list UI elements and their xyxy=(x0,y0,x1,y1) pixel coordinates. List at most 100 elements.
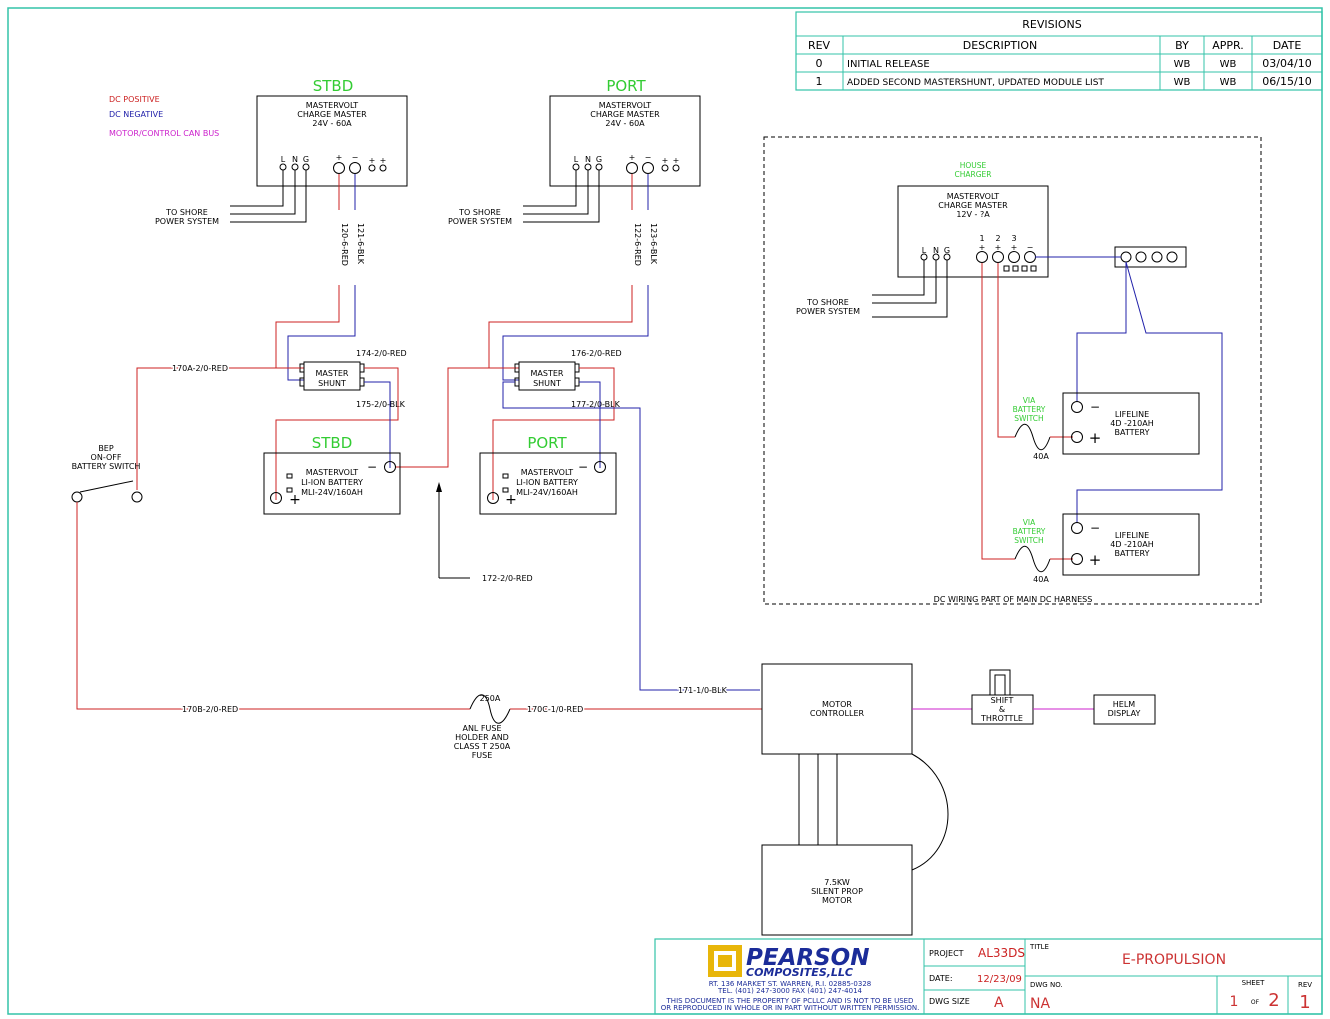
silent-prop-motor: 7.5KW SILENT PROP MOTOR xyxy=(761,844,913,936)
title-block: PEARSON COMPOSITES,LLC RT. 136 MARKET ST… xyxy=(654,938,1323,1015)
dwg-size-value: A xyxy=(994,995,1004,1011)
motor-line1: 7.5KW xyxy=(824,878,850,887)
wire-171-label: 171-1/0-BLK xyxy=(678,686,728,695)
stbd-shunt-wire-174: 174-2/0-RED xyxy=(356,349,407,358)
port-shunt-wire-176: 176-2/0-RED xyxy=(571,349,622,358)
house-term-l: L xyxy=(922,246,927,255)
motor-controller: MOTOR CONTROLLER xyxy=(761,663,913,755)
house-charger-line2: CHARGE MASTER xyxy=(938,201,1008,210)
lifeline-b-minus: − xyxy=(1090,521,1100,535)
rev-header-rev: REV xyxy=(808,39,831,52)
rev-row-0-appr: WB xyxy=(1220,59,1237,70)
lifeline-a-line3: BATTERY xyxy=(1115,428,1150,437)
house-out-3: 3 xyxy=(1011,234,1016,243)
fuse-rating: 250A xyxy=(480,694,501,703)
lifeline-a-minus: − xyxy=(1090,400,1100,414)
bep-line2: ON-OFF xyxy=(91,453,122,462)
house-out-1: 1 xyxy=(979,234,984,243)
legend-can-bus: MOTOR/CONTROL CAN BUS xyxy=(109,129,219,138)
stbd-term-pos: + xyxy=(336,153,343,162)
port-battery-plus: + xyxy=(505,492,517,508)
port-shunt-line2: SHUNT xyxy=(533,379,561,388)
house-shore-2: POWER SYSTEM xyxy=(796,307,860,316)
sheet-number: 1 xyxy=(1230,994,1239,1010)
sheet-total: 2 xyxy=(1268,990,1279,1011)
house-fuse-a: 40A xyxy=(1033,452,1049,461)
stbd-term-l: L xyxy=(281,155,286,164)
stbd-charger-line1: MASTERVOLT xyxy=(306,101,359,110)
stbd-shunt-line2: SHUNT xyxy=(318,379,346,388)
rev-header-date: DATE xyxy=(1273,39,1302,52)
house-caption: DC WIRING PART OF MAIN DC HARNESS xyxy=(934,595,1093,604)
port-charger: PORT MASTERVOLT CHARGE MASTER 24V - 60A … xyxy=(448,77,701,381)
dwg-size-label: DWG SIZE xyxy=(929,997,970,1006)
stbd-wire-121: 121-6-BLK xyxy=(356,223,365,265)
stbd-shore-line1: TO SHORE xyxy=(165,208,208,217)
date-value: 12/23/09 xyxy=(977,974,1022,985)
anl-fuse: 250A ANL FUSE HOLDER AND CLASS T 250A FU… xyxy=(454,694,511,760)
lifeline-b-line3: BATTERY xyxy=(1115,549,1150,558)
rev-row-1-appr: WB xyxy=(1220,77,1237,88)
port-charger-line2: CHARGE MASTER xyxy=(590,110,660,119)
via-switch-b-3: SWITCH xyxy=(1014,536,1043,545)
house-shore-1: TO SHORE xyxy=(806,298,849,307)
rev-row-0-rev: 0 xyxy=(816,57,823,70)
stbd-charger-line2: CHARGE MASTER xyxy=(297,110,367,119)
port-shore-line2: POWER SYSTEM xyxy=(448,217,512,226)
port-wire-122: 122-6-RED xyxy=(633,223,642,266)
revisions-title: REVISIONS xyxy=(1022,18,1081,31)
lifeline-a-line1: LIFELINE xyxy=(1115,410,1149,419)
lifeline-b-line2: 4D -210AH xyxy=(1110,540,1153,549)
rev-label: REV xyxy=(1298,981,1312,989)
rev-row-1-by: WB xyxy=(1174,77,1191,88)
rev-row-1-desc: ADDED SECOND MASTERSHUNT, UPDATED MODULE… xyxy=(847,78,1104,88)
wire-170a-label: 170A-2/0-RED xyxy=(172,364,228,373)
date-label: DATE: xyxy=(929,974,953,983)
stbd-battery-line3: MLI-24V/160AH xyxy=(301,488,363,497)
port-term-n: N xyxy=(585,155,591,164)
rev-row-1-rev: 1 xyxy=(816,75,823,88)
fuse-desc-3: CLASS T 250A xyxy=(454,742,511,751)
port-charger-line3: 24V - 60A xyxy=(605,119,645,128)
stbd-battery-minus: − xyxy=(367,460,377,474)
legend: DC POSITIVE DC NEGATIVE MOTOR/CONTROL CA… xyxy=(109,95,219,138)
port-charger-line1: MASTERVOLT xyxy=(599,101,652,110)
rev-row-0-desc: INITIAL RELEASE xyxy=(847,59,930,70)
rev-row-0-date: 03/04/10 xyxy=(1262,57,1311,70)
port-term-neg: − xyxy=(645,153,652,162)
rev-row-0-by: WB xyxy=(1174,59,1191,70)
helm-line2: DISPLAY xyxy=(1108,709,1141,718)
port-master-shunt: MASTER SHUNT 176-2/0-RED 177-2/0-BLK xyxy=(514,349,622,409)
stbd-battery-line1: MASTERVOLT xyxy=(306,468,359,477)
port-term-l: L xyxy=(574,155,579,164)
helm-line1: HELM xyxy=(1113,700,1136,709)
house-charger-line3: 12V - ?A xyxy=(956,210,990,219)
house-term-g: G xyxy=(944,246,950,255)
house-fuse-b: 40A xyxy=(1033,575,1049,584)
fuse-desc-4: FUSE xyxy=(472,751,493,760)
disclaimer-line1: THIS DOCUMENT IS THE PROPERTY OF PCLLC A… xyxy=(666,997,914,1005)
stbd-battery-plus: + xyxy=(289,492,301,508)
fuse-desc-1: ANL FUSE xyxy=(462,724,501,733)
port-term-aux1: + xyxy=(662,156,669,165)
port-battery-minus: − xyxy=(578,460,588,474)
port-battery: PORT MASTERVOLT LI-ION BATTERY MLI-24V/1… xyxy=(479,434,617,515)
rev-header-by: BY xyxy=(1175,39,1189,52)
lifeline-b-plus: + xyxy=(1089,551,1102,569)
sheet-label: SHEET xyxy=(1242,979,1266,987)
helm-display: HELM DISPLAY xyxy=(1093,694,1156,725)
wire-170c-label: 170C-1/0-RED xyxy=(527,705,583,714)
wire-170b xyxy=(76,502,470,710)
port-term-aux2: + xyxy=(673,156,680,165)
project-value: AL33DS xyxy=(978,946,1025,960)
bep-battery-switch: BEP ON-OFF BATTERY SWITCH xyxy=(71,444,143,503)
lifeline-a-plus: + xyxy=(1089,429,1102,447)
house-sign-2: + xyxy=(995,243,1002,252)
house-sign-1: + xyxy=(979,243,986,252)
bep-line3: BATTERY SWITCH xyxy=(72,462,141,471)
stbd-shunt-wire-175: 175-2/0-BLK xyxy=(356,400,406,409)
shift-line2: & xyxy=(999,705,1005,714)
stbd-charger-line3: 24V - 60A xyxy=(312,119,352,128)
bep-line1: BEP xyxy=(98,444,114,453)
